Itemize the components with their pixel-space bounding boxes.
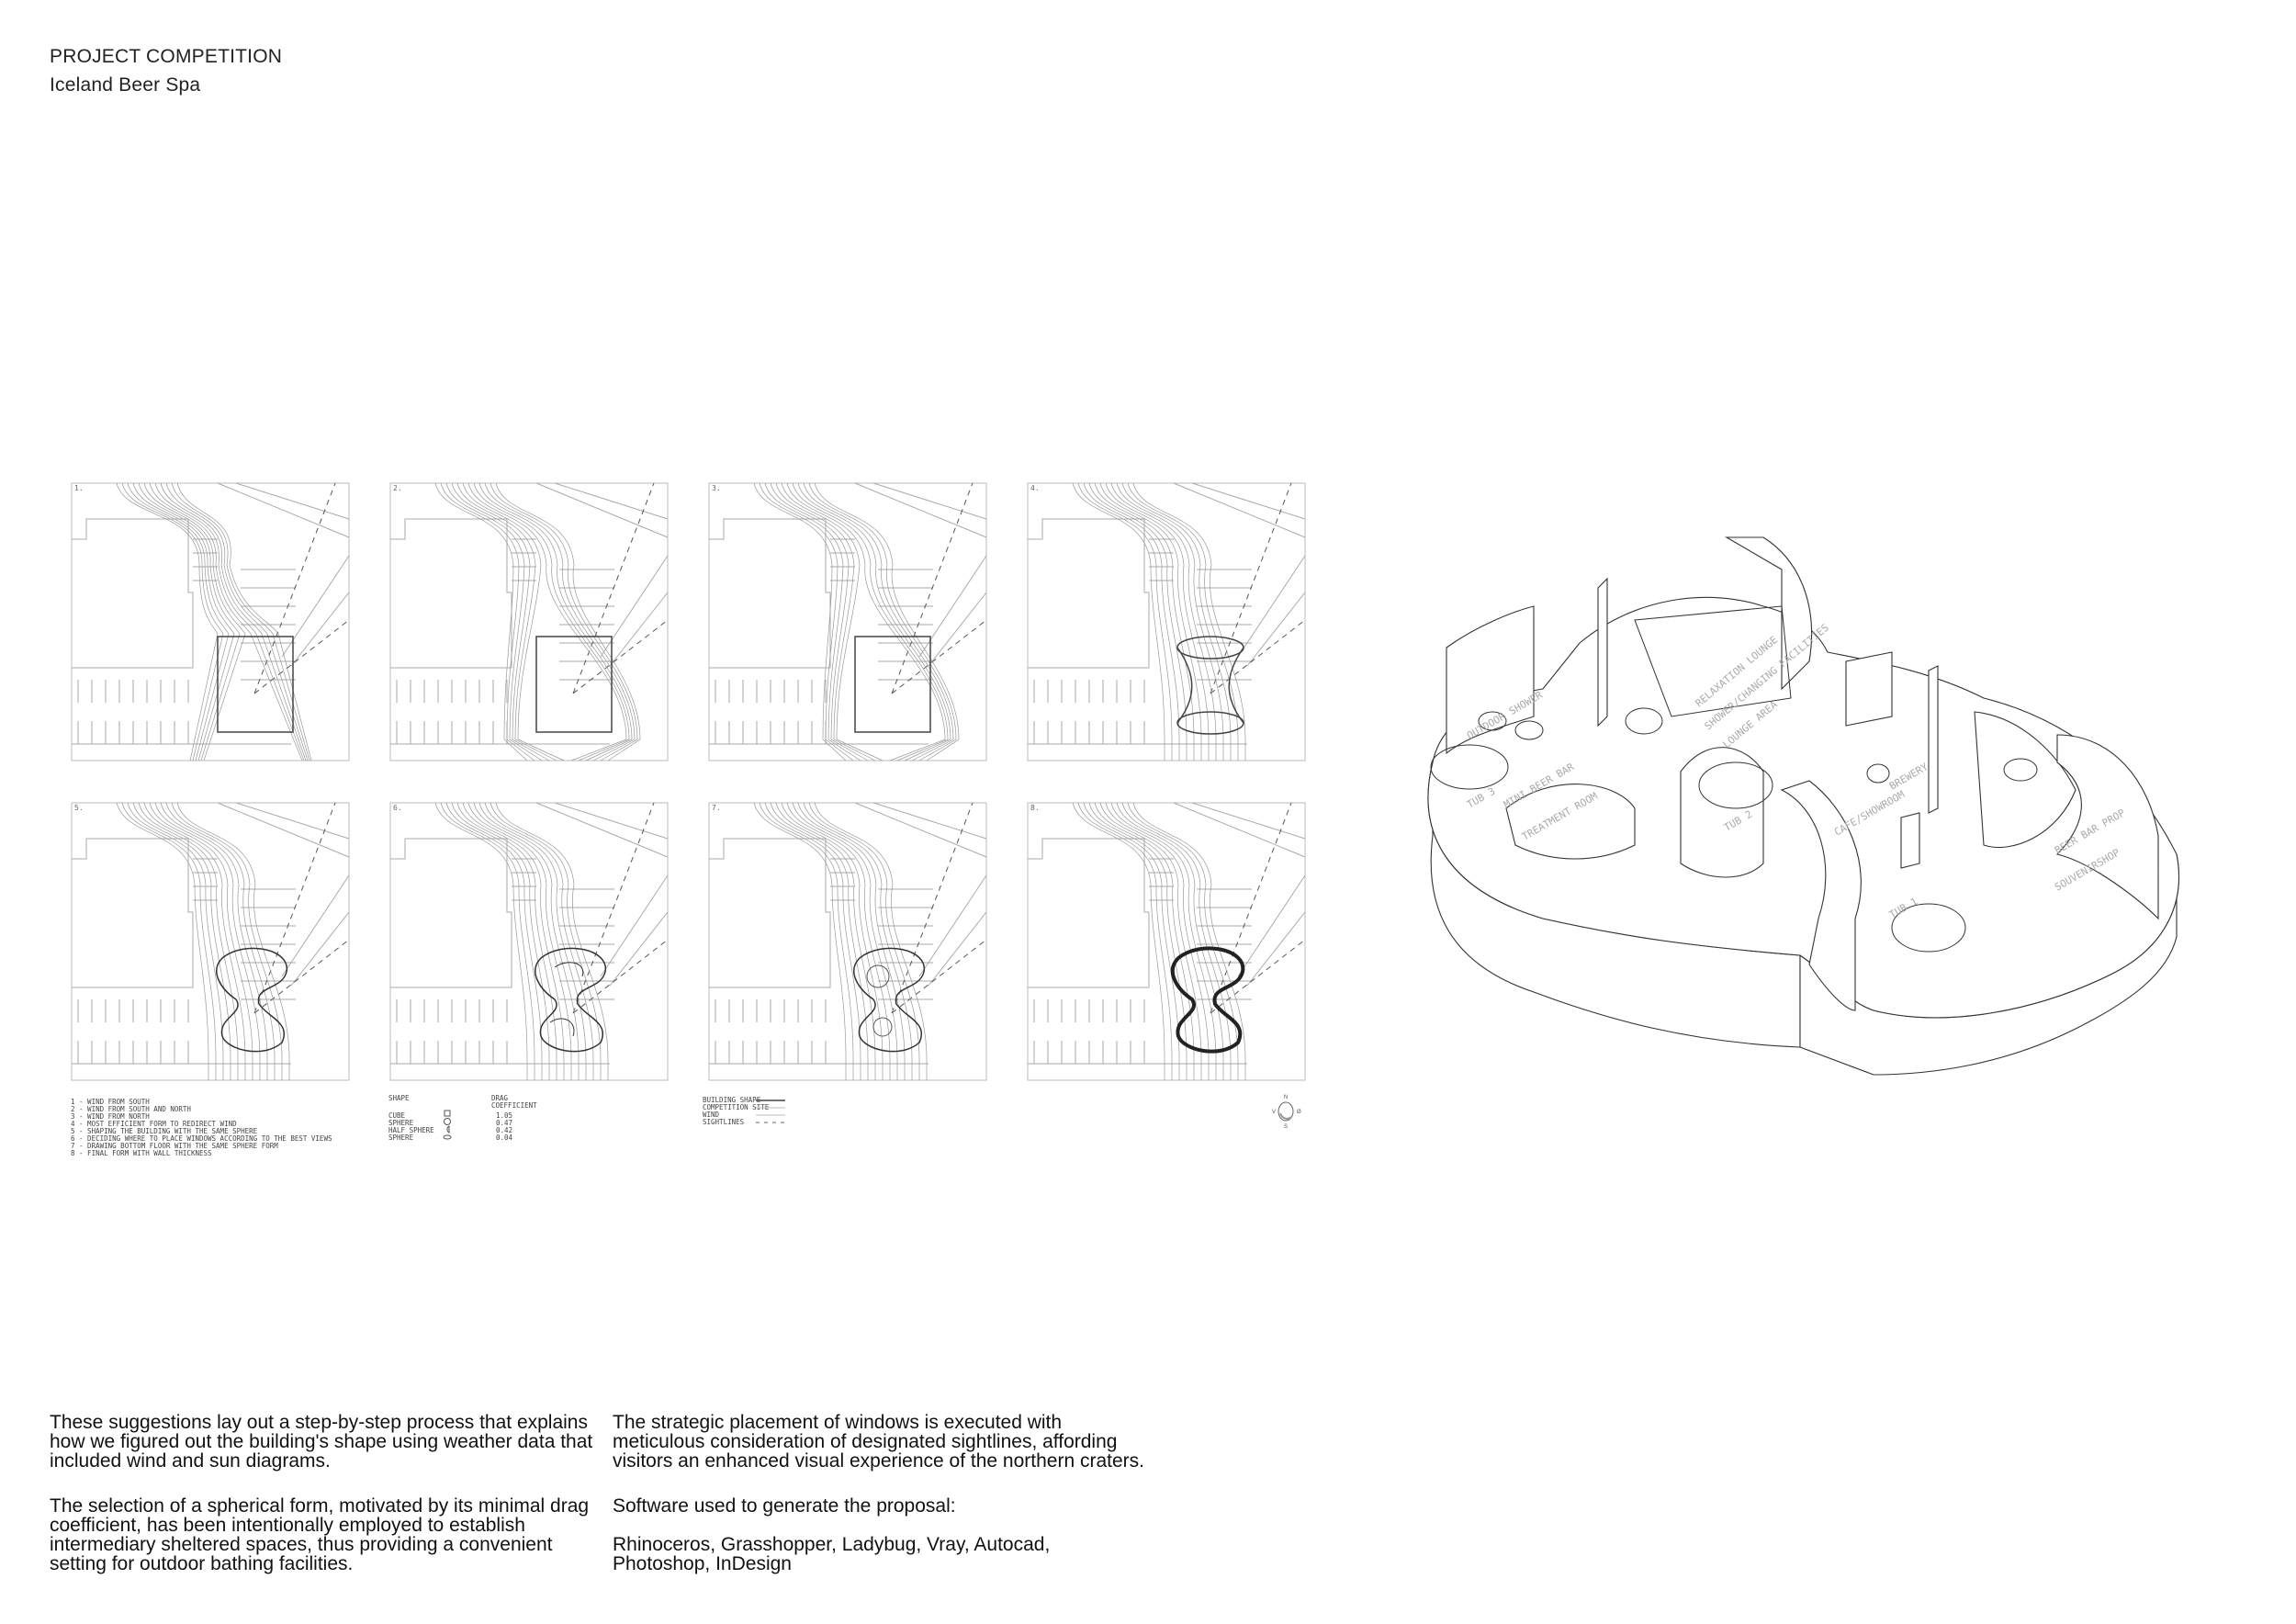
panel-number: 8. [1030, 804, 1040, 812]
compass-icon: N S Ø V [1272, 1095, 1301, 1130]
legend-step: 6 - DECIDING WHERE TO PLACE WINDOWS ACCO… [71, 1134, 332, 1143]
building-shape [853, 947, 925, 1053]
line-legend-swatch [756, 1122, 785, 1123]
building-shape [854, 636, 931, 733]
paragraph: The selection of a spherical form, motiv… [50, 1495, 590, 1574]
drag-shape: HALF SPHERE [388, 1126, 434, 1134]
drag-value: 0.47 [496, 1119, 513, 1127]
flat-sphere-icon [443, 1134, 452, 1140]
half-sphere-icon [446, 1125, 450, 1133]
drag-value: 0.04 [496, 1133, 513, 1142]
building-shape [217, 636, 294, 733]
building-shape [1176, 636, 1244, 735]
software-list: Rhinoceros, Grasshopper, Ladybug, Vray, … [613, 1534, 1051, 1574]
diagram-panel-1: 1. [71, 482, 350, 761]
compass-north: N [1284, 1095, 1288, 1100]
panel-number: 5. [74, 804, 84, 812]
wind-diagram [71, 802, 350, 1081]
paragraph: These suggestions lay out a step-by-step… [50, 1412, 593, 1472]
diagram-panel-3: 3. [708, 482, 987, 761]
building-shape [216, 947, 287, 1053]
legend-step: 2 - WIND FROM SOUTH AND NORTH [71, 1105, 191, 1113]
shape-icons [443, 1110, 452, 1140]
line-legend-label: BUILDING SHAPE [703, 1096, 761, 1104]
line-legend-label: WIND [703, 1111, 720, 1119]
panel-number: 7. [712, 804, 721, 812]
drag-shape: SPHERE [388, 1119, 414, 1127]
diagram-panel-8: 8. [1027, 802, 1306, 1081]
panel-number: 4. [1030, 484, 1040, 492]
wind-diagram [1027, 482, 1306, 761]
legend-step: 8 - FINAL FORM WITH WALL THICKNESS [71, 1149, 212, 1157]
coefficient-header: DRAG COEFFICIENT [491, 1094, 537, 1110]
legend-step: 3 - WIND FROM NORTH [71, 1112, 150, 1121]
wind-diagram [389, 802, 669, 1081]
wind-diagram [71, 482, 350, 761]
wind-diagram [708, 482, 987, 761]
compass-west: V [1272, 1110, 1276, 1115]
building-shape [535, 947, 606, 1053]
description-column-2: The strategic placement of windows is ex… [613, 1413, 1145, 1599]
compass-east: Ø [1297, 1110, 1301, 1115]
legend-step: 1 - WIND FROM SOUTH [71, 1098, 150, 1106]
paragraph: The strategic placement of windows is ex… [613, 1412, 1144, 1472]
cube-icon [444, 1110, 451, 1117]
legend-step: 4 - MOST EFFICIENT FORM TO REDIRECT WIND [71, 1120, 237, 1128]
diagram-panel-5: 5. [71, 802, 350, 1081]
line-legend-swatch [756, 1107, 785, 1109]
sphere-icon [444, 1118, 451, 1125]
line-legend-swatch [756, 1114, 785, 1116]
description-column-1: These suggestions lay out a step-by-step… [50, 1413, 601, 1599]
project-title: Iceland Beer Spa [50, 74, 201, 96]
legend-step: 7 - DRAWING BOTTOM FLOOR WITH THE SAME S… [71, 1142, 278, 1150]
line-legend-label: SIGHTLINES [703, 1118, 745, 1126]
paragraph: Software used to generate the proposal: [613, 1495, 956, 1517]
drag-shape: SPHERE [388, 1133, 414, 1142]
drag-value: 0.42 [496, 1126, 513, 1134]
project-category: PROJECT COMPETITION [50, 46, 283, 67]
panel-number: 3. [712, 484, 721, 492]
shape-header: SHAPE [388, 1094, 410, 1102]
wind-diagram [389, 482, 669, 761]
building-shape [1170, 946, 1245, 1054]
drag-shape: CUBE [388, 1111, 406, 1120]
line-legend-swatch [756, 1100, 785, 1101]
building-shape [535, 636, 613, 733]
diagram-panel-2: 2. [389, 482, 669, 761]
diagram-panel-4: 4. [1027, 482, 1306, 761]
diagram-panel-6: 6. [389, 802, 669, 1081]
compass-south: S [1284, 1124, 1288, 1130]
diagram-panel-7: 7. [708, 802, 987, 1081]
panel-number: 6. [393, 804, 402, 812]
wind-diagram [1027, 802, 1306, 1081]
legend-step: 5 - SHAPING THE BUILDING WITH THE SAME S… [71, 1127, 258, 1135]
panel-number: 2. [393, 484, 402, 492]
wind-diagram [708, 802, 987, 1081]
panel-number: 1. [74, 484, 84, 492]
drag-value: 1.05 [496, 1111, 513, 1120]
